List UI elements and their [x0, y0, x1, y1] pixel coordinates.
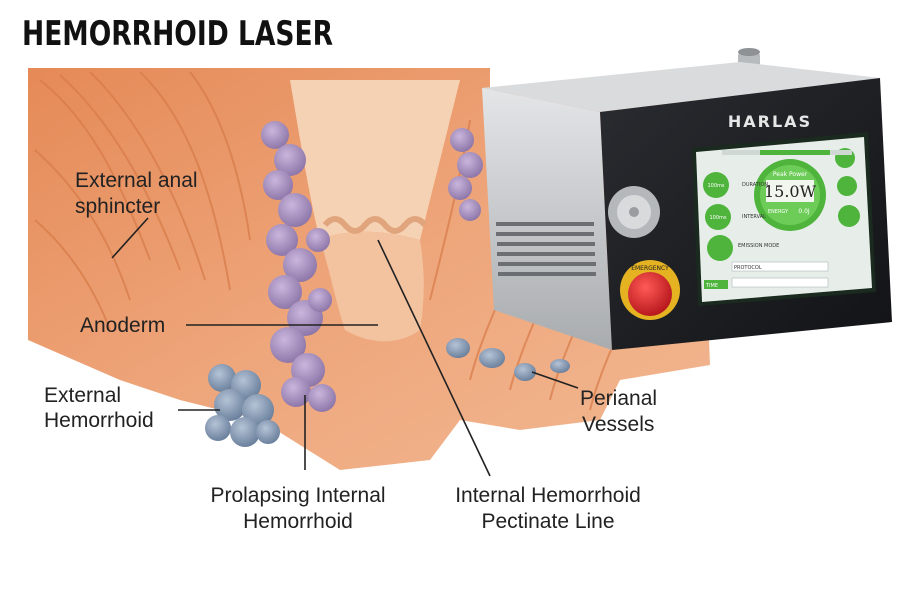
device-brand: HARLAS [728, 112, 812, 131]
internal-hemorrhoid-cluster [261, 121, 483, 412]
protocol-bar[interactable] [731, 261, 829, 272]
label-pectinate-1: Internal Hemorrhoid [455, 484, 641, 507]
duration-label: DURATION [742, 182, 768, 188]
energy-value: 0.0J [798, 208, 810, 215]
label-prolapsing-2: Hemorrhoid [243, 510, 353, 533]
emission-mode-label: EMISSION MODE [738, 243, 779, 249]
label-external-anal-sphincter-1: External anal [75, 169, 198, 192]
laser-device: HARLAS EMERGENCY Peak Power 15.0W ENERGY… [482, 48, 892, 350]
label-perianal-1: Perianal [580, 387, 657, 410]
label-prolapsing-1: Prolapsing Internal [210, 484, 385, 507]
interval-label: INTERVAL [742, 214, 766, 220]
diagram-labels: External anal sphincter Anoderm External… [44, 169, 657, 533]
label-external-anal-sphincter-2: sphincter [75, 195, 160, 218]
perianal-vessels [446, 338, 570, 381]
emission-mode-button[interactable] [707, 235, 733, 261]
label-external-hemorrhoid-2: Hemorrhoid [44, 409, 154, 432]
protocol-label: PROTOCOL [734, 265, 762, 271]
label-perianal-2: Vessels [582, 413, 654, 436]
peak-power-label: Peak Power [773, 171, 808, 178]
label-pectinate-2: Pectinate Line [481, 510, 614, 533]
interval-button[interactable] [705, 204, 731, 230]
duration-button[interactable] [703, 172, 729, 198]
energy-label: ENERGY [768, 209, 789, 215]
vent-grille [496, 222, 596, 276]
leader-lines [111, 217, 579, 477]
time-label: TIME [705, 283, 718, 289]
emergency-stop-button[interactable] [628, 272, 672, 316]
page-title: HEMORRHOID LASER [22, 14, 334, 54]
label-anoderm: Anoderm [80, 314, 165, 337]
external-hemorrhoid-cluster [205, 364, 280, 447]
device-screen: Peak Power 15.0W ENERGY 0.0J 100ms 100ms… [692, 132, 876, 306]
interval-value: 100ms [709, 215, 726, 221]
peak-power-value: 15.0W [764, 182, 817, 201]
label-external-hemorrhoid-1: External [44, 384, 121, 407]
emergency-label: EMERGENCY [631, 265, 669, 272]
right-button-3[interactable] [838, 205, 860, 227]
right-button-2[interactable] [837, 176, 857, 196]
duration-value: 100ms [707, 183, 724, 189]
